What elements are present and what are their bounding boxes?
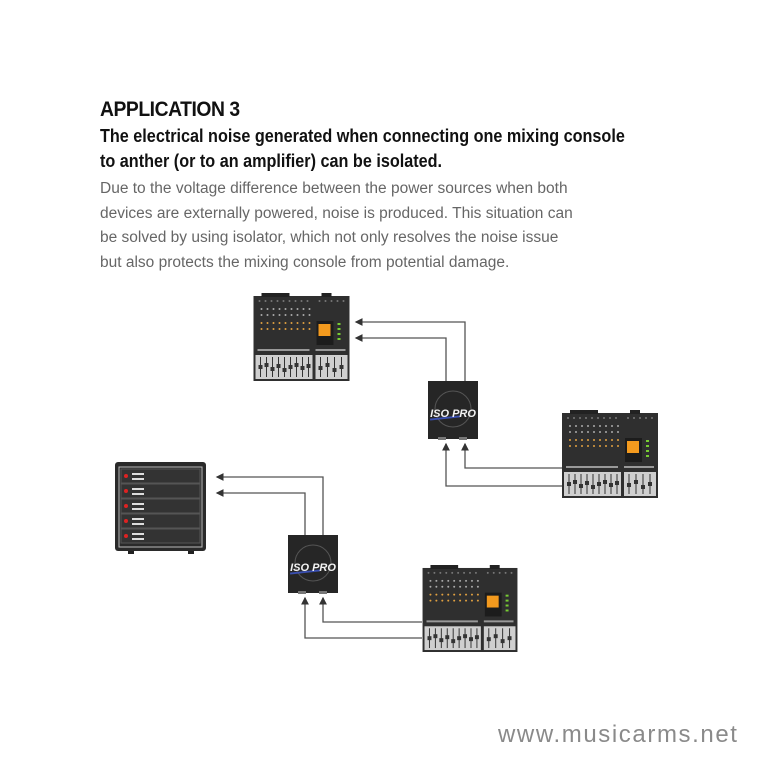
body-line: but also protects the mixing console fro… (100, 253, 510, 271)
subheading-line: The electrical noise generated when conn… (100, 126, 625, 146)
body-text: Due to the voltage difference between th… (100, 177, 573, 275)
body-line: Due to the voltage difference between th… (100, 180, 568, 197)
amplifier-rack (115, 462, 206, 554)
isolator-1-label: ISO PRO (430, 408, 476, 420)
body-line: devices are externally powered, noise is… (100, 204, 573, 222)
mixing-console-1 (253, 293, 350, 381)
wires-bottom (215, 473, 422, 639)
mixing-console-2 (562, 410, 658, 498)
isolator-2-label: ISO PRO (290, 562, 336, 574)
mixing-console-3 (422, 565, 518, 652)
subheading: The electrical noise generated when conn… (100, 124, 625, 174)
subheading-line: to anther (or to an amplifier) can be is… (100, 151, 443, 171)
body-line: be solved by using isolator, which not o… (100, 229, 559, 246)
watermark: www.musicarms.net (498, 721, 739, 748)
wires-top (354, 318, 563, 487)
page-heading: APPLICATION 3 (100, 98, 240, 121)
